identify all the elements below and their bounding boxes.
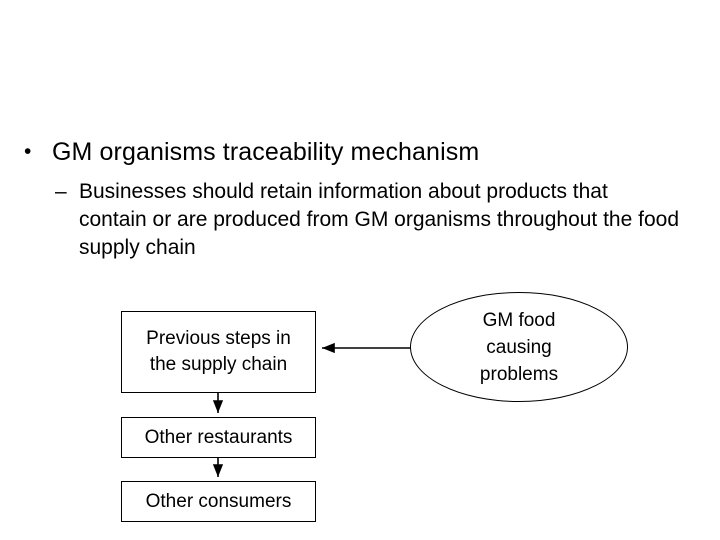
node-gm-food-causing-problems[interactable]: GM food causing problems bbox=[410, 292, 628, 402]
node-other-restaurants[interactable]: Other restaurants bbox=[121, 417, 316, 458]
bullet-level-1: • GM organisms traceability mechanism bbox=[22, 137, 682, 167]
bullet-level-1-text: GM organisms traceability mechanism bbox=[52, 138, 480, 166]
bullet-level-2: – Businesses should retain information a… bbox=[55, 178, 680, 262]
node-other-consumers[interactable]: Other consumers bbox=[121, 481, 316, 522]
bullet-marker-dot: • bbox=[24, 140, 32, 163]
node-previous-steps[interactable]: Previous steps in the supply chain bbox=[121, 311, 316, 393]
bullet-level-2-text: Businesses should retain information abo… bbox=[79, 180, 679, 259]
bullet-marker-dash: – bbox=[55, 180, 67, 203]
